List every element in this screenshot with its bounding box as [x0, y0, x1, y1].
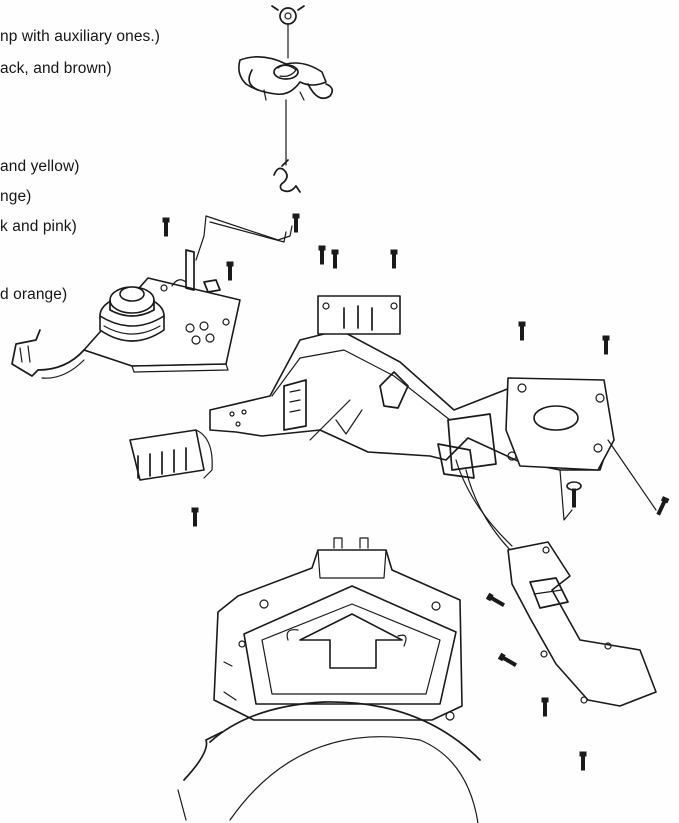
flat-cable	[11, 329, 85, 379]
e-ring-clip	[271, 5, 305, 59]
coil-spring	[273, 159, 301, 193]
lower-housing	[177, 537, 481, 823]
main-chassis-plate	[209, 295, 615, 479]
terminal-connector	[129, 429, 213, 481]
spring-lever-assembly	[238, 56, 334, 166]
motor-board	[83, 249, 241, 373]
lower-bracket	[507, 541, 657, 707]
